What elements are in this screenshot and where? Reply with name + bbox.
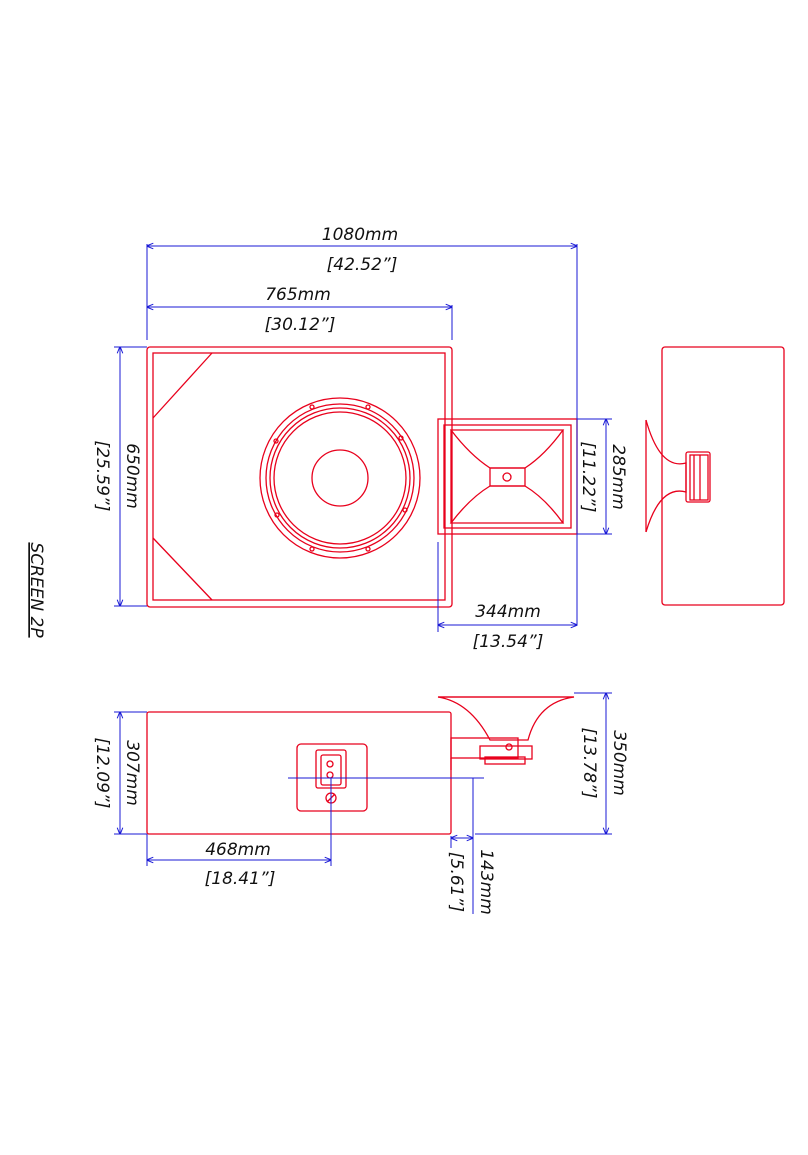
horn-front <box>437 418 578 535</box>
dimension-lines <box>114 244 612 914</box>
horn-depth-inch: [13.54”] <box>473 632 544 652</box>
mount-offset-mm: 468mm <box>205 840 271 860</box>
cabinet-width-inch: [30.12”] <box>265 315 336 335</box>
cabinet-width-mm: 765mm <box>265 285 331 305</box>
cabinet-height-mm: 650mm <box>122 443 142 509</box>
overall-width-mm: 1080mm <box>322 225 398 245</box>
horn-offset-mm: 143mm <box>476 849 496 915</box>
mount-offset-inch: [18.41”] <box>205 869 276 889</box>
top-view-horn <box>437 696 575 770</box>
woofer-speaker <box>259 397 421 559</box>
horn-height-inch: [11.22”] <box>578 442 598 513</box>
front-view-cabinet <box>146 346 453 608</box>
horn-width-mm: 350mm <box>609 730 629 796</box>
top-view-cabinet <box>146 711 452 835</box>
horn-depth-mm: 344mm <box>475 602 541 622</box>
overall-width-inch: [42.52”] <box>327 255 398 275</box>
horn-offset-inch: [5.61”] <box>446 852 466 912</box>
cabinet-depth-mm: 307mm <box>122 740 142 806</box>
horn-height-mm: 285mm <box>608 444 628 510</box>
side-view-cabinet <box>645 346 785 606</box>
cabinet-height-inch: [25.59”] <box>92 441 112 512</box>
horn-width-inch: [13.78”] <box>579 728 599 799</box>
cabinet-depth-inch: [12.09”] <box>92 738 112 809</box>
drawing-title: SCREEN 2P <box>26 542 46 638</box>
